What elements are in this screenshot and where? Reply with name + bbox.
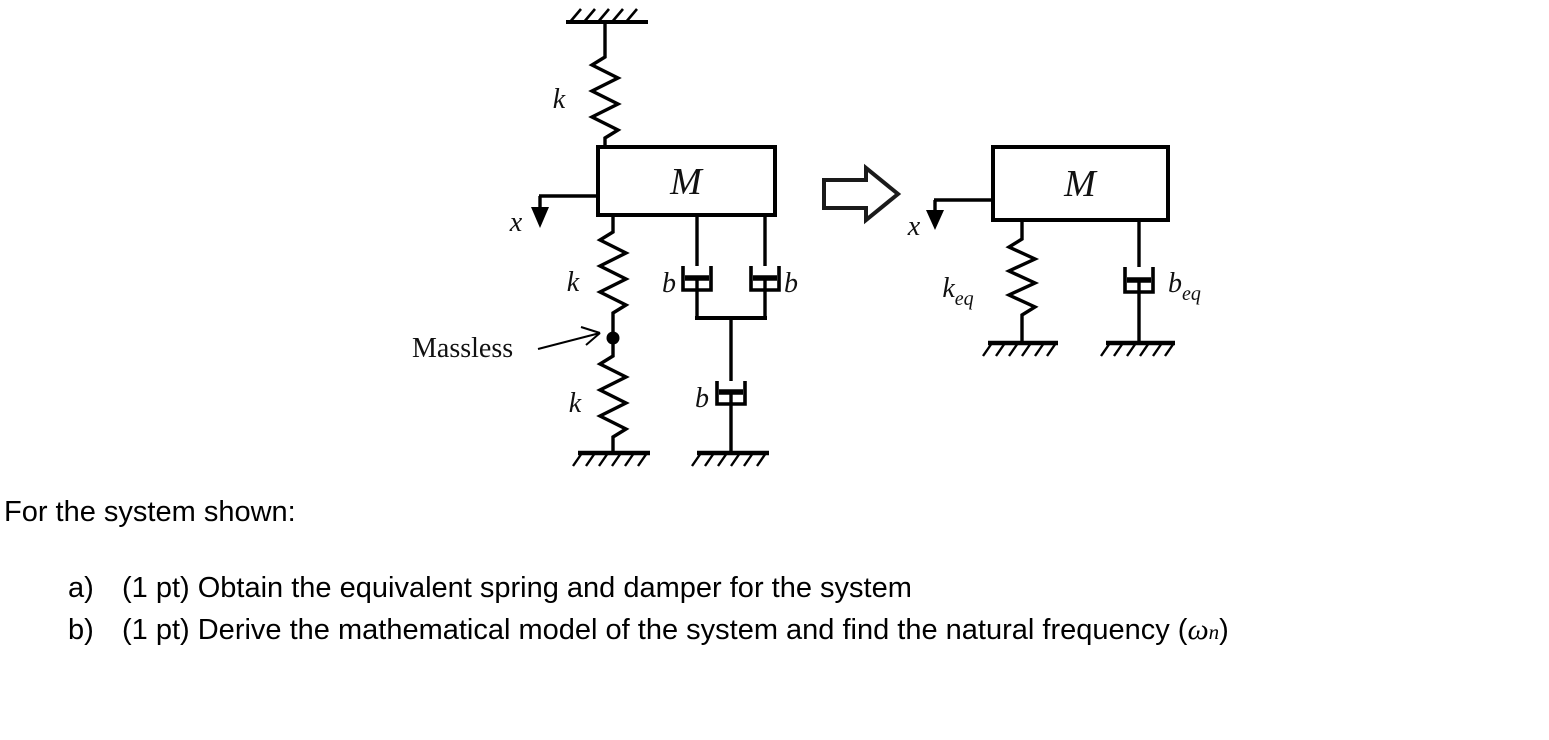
equivalent-damper-label-sub: eq: [1182, 283, 1201, 305]
right-displacement-marker: [926, 198, 993, 230]
problem-item-b-text: (1 pt) Derive the mathematical model of …: [122, 614, 1188, 646]
lower-spring-icon: [596, 338, 630, 453]
right-spring-ground-icon: [982, 340, 1058, 357]
left-damper-ground-icon: [691, 450, 769, 467]
left-spring-ground-icon: [572, 450, 650, 467]
equivalent-damper-label: beq: [1168, 268, 1201, 305]
left-displacement-marker: [531, 194, 598, 228]
transform-arrow-icon: [822, 163, 902, 225]
problem-item-b: b) (1 pt) Derive the mathematical model …: [68, 609, 1549, 653]
problem-item-a: a) (1 pt) Obtain the equivalent spring a…: [68, 567, 1549, 609]
problem-text-block: For the system shown: a) (1 pt) Obtain t…: [0, 495, 1549, 653]
problem-item-b-marker: b): [68, 614, 94, 646]
left-system-group: k M x k: [412, 8, 798, 467]
problem-item-list: a) (1 pt) Obtain the equivalent spring a…: [0, 567, 1549, 653]
intro-line: For the system shown:: [4, 496, 296, 528]
problem-item-a-marker: a): [68, 572, 94, 604]
equivalent-spring-label: keq: [942, 273, 973, 310]
problem-item-b-text-tail: ): [1219, 614, 1229, 646]
damper-bottom-icon: [715, 381, 747, 453]
massless-callout-arrow: [537, 326, 601, 350]
right-mass-block: M: [991, 145, 1170, 222]
problem-item-a-text: (1 pt) Obtain the equivalent spring and …: [122, 572, 912, 604]
parallel-dampers-group: b b: [662, 215, 798, 381]
left-displacement-label: x: [509, 207, 523, 238]
left-mass-label: M: [669, 161, 704, 203]
damper-bottom-label: b: [695, 383, 709, 414]
equivalent-damper-label-base: b: [1168, 268, 1182, 299]
damper-right-icon: [749, 266, 781, 318]
massless-label: Massless: [412, 333, 513, 364]
right-damper-ground-icon: [1100, 340, 1175, 357]
damper-right-label: b: [784, 268, 798, 299]
left-mass-block: M: [596, 145, 777, 217]
top-spring-label: k: [553, 84, 566, 115]
right-mass-label: M: [1063, 163, 1098, 205]
equivalent-spring-label-sub: eq: [955, 288, 974, 310]
damper-left-label: b: [662, 268, 676, 299]
ceiling-support-icon: [566, 8, 648, 24]
equivalent-damper-icon: [1123, 220, 1155, 343]
top-spring-icon: [588, 22, 622, 147]
right-system-group: M x keq: [907, 145, 1201, 357]
omega-symbol: ω: [1187, 613, 1209, 646]
system-diagram-svg: k M x k: [412, 8, 1201, 467]
figure-diagram: k M x k: [412, 8, 1201, 467]
damper-left-icon: [681, 266, 713, 318]
omega-subscript-n: n: [1208, 620, 1220, 644]
upper-spring-label: k: [567, 267, 580, 298]
lower-spring-label: k: [569, 388, 582, 419]
upper-spring-icon: [596, 215, 630, 338]
right-displacement-label: x: [907, 211, 921, 242]
equivalent-spring-icon: [1004, 220, 1040, 343]
equivalent-spring-label-base: k: [942, 273, 955, 304]
